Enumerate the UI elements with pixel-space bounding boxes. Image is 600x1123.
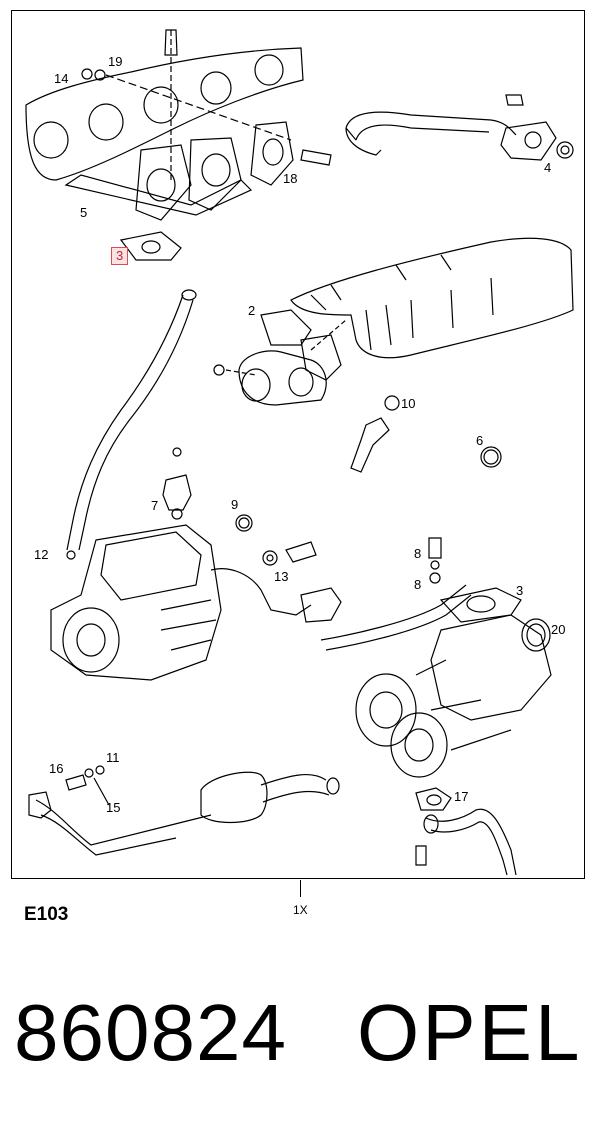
egr-gasket-2b — [300, 334, 342, 381]
callout-9: 9 — [231, 497, 239, 512]
turbo-gasket-3 — [439, 587, 522, 623]
egr-flange — [500, 121, 557, 161]
callout-5: 5 — [80, 205, 88, 220]
washer-11 — [84, 768, 94, 778]
temperature-sensor — [350, 417, 390, 473]
nut-egr — [213, 364, 225, 376]
callout-3: 3 — [516, 583, 524, 598]
gasket-18-hole — [262, 138, 284, 166]
nut-11 — [95, 765, 105, 775]
turbocharger — [355, 614, 552, 778]
catalytic-converter — [200, 771, 268, 824]
seal-13 — [262, 550, 278, 566]
callout-15: 15 — [106, 800, 121, 815]
o-ring-12 — [66, 550, 76, 560]
bolt-17 — [415, 845, 427, 866]
callout-7: 7 — [151, 498, 159, 513]
quantity-leader-line — [300, 880, 301, 897]
callout-10: 10 — [401, 396, 416, 411]
gasket-17 — [415, 787, 452, 811]
callout-17: 17 — [454, 789, 469, 804]
egr-gasket-2 — [260, 309, 312, 346]
callout-8-lower: 8 — [414, 577, 422, 592]
callout-3-highlighted[interactable]: 3 — [111, 247, 129, 265]
callout-8-upper: 8 — [414, 546, 422, 561]
brand-name: OPEL — [357, 988, 583, 1077]
o-ring-9 — [235, 514, 253, 532]
egr-valve — [238, 350, 327, 406]
stud-16 — [65, 774, 87, 791]
heat-shield — [64, 174, 253, 216]
quantity-label: 1X — [293, 903, 308, 917]
seal-ring-10 — [384, 395, 400, 411]
callout-16: 16 — [49, 761, 64, 776]
manifold-gasket — [135, 137, 242, 221]
washer-19 — [94, 69, 106, 81]
gasket-18 — [250, 121, 294, 186]
connector-plug — [300, 587, 342, 623]
callout-14: 14 — [54, 71, 69, 86]
part-number: 860824 — [14, 988, 287, 1077]
banjo-bolt-8 — [428, 537, 442, 559]
sensor-7 — [162, 474, 192, 511]
callout-18: 18 — [283, 171, 298, 186]
stud-bolt-top — [164, 29, 178, 56]
diagram-frame — [11, 10, 585, 879]
callout-20: 20 — [551, 622, 566, 637]
exhaust-manifold — [25, 47, 304, 181]
callout-4: 4 — [544, 160, 552, 175]
o-ring-7 — [171, 508, 183, 520]
nut-14 — [81, 68, 93, 80]
callout-6: 6 — [476, 433, 484, 448]
oil-feed-pipe — [320, 584, 472, 651]
bolt-13 — [285, 541, 317, 563]
egr-pipe — [345, 111, 517, 156]
dipstick-cap — [181, 289, 197, 301]
intake-manifold — [290, 237, 574, 359]
stud-18 — [300, 149, 332, 166]
dipstick-tube — [66, 294, 194, 551]
clamp-20 — [521, 618, 551, 652]
callout-19: 19 — [108, 54, 123, 69]
fuel-injection-pump — [50, 524, 312, 681]
cap-7 — [172, 447, 182, 457]
o-ring-6 — [480, 446, 502, 468]
seal-ring-4 — [556, 141, 574, 159]
callout-11: 11 — [106, 750, 120, 765]
callout-2: 2 — [248, 303, 256, 318]
washer-8b — [430, 560, 440, 570]
washer-8 — [429, 572, 441, 584]
gasket-3-top — [119, 231, 182, 261]
bolt-egr — [505, 94, 524, 106]
figure-code: E103 — [24, 904, 69, 925]
flange-left — [28, 791, 52, 819]
exploded-parts-diagram — [25, 29, 574, 876]
pipe-right — [260, 774, 330, 803]
callout-13: 13 — [274, 569, 289, 584]
outlet-pipe — [425, 808, 517, 876]
callout-12: 12 — [34, 547, 49, 562]
exhaust-pipe — [35, 799, 212, 856]
